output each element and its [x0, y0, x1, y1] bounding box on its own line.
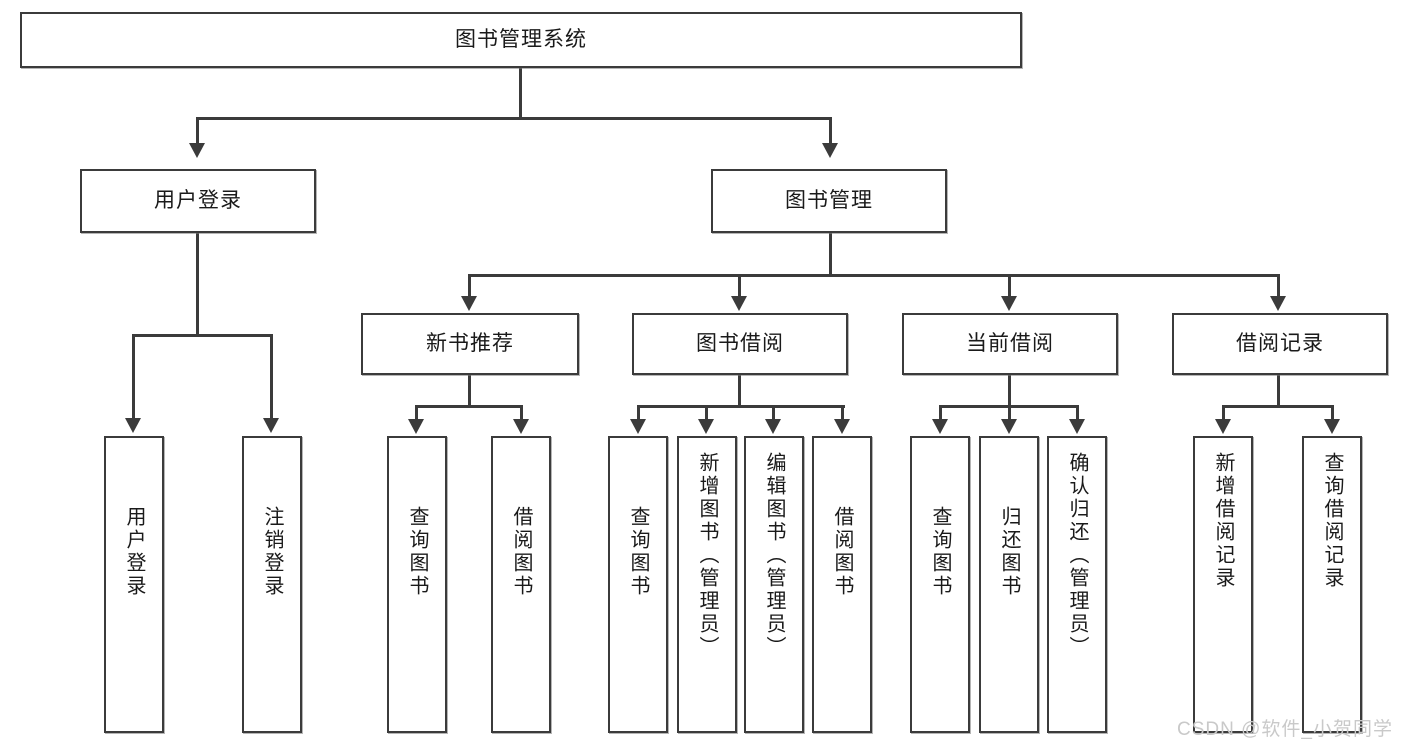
leaf-book-borrow-query-book-label: 查询图书 [627, 506, 649, 598]
arrowhead-root-to-user-login [189, 143, 205, 158]
arrowhead-new-book-leaf-1 [408, 419, 424, 434]
leaf-borrow-record-query-record-label: 查询借阅记录 [1321, 452, 1343, 590]
connector-borrow-record-leaf-1 [1222, 405, 1225, 421]
connector-new-book-leaf-1 [415, 405, 418, 421]
node-borrow-record[interactable]: 借阅记录 [1172, 313, 1388, 375]
leaf-book-borrow-edit-book[interactable]: 编辑图书（管理员） [744, 436, 804, 733]
arrowhead-root-to-book-mgmt [822, 143, 838, 158]
leaf-new-book-query-book[interactable]: 查询图书 [387, 436, 447, 733]
arrowhead-current-borrow-leaf-2 [1001, 419, 1017, 434]
connector-book-borrow-leaf-1 [637, 405, 640, 421]
arrowhead-borrow-record-leaf-1 [1215, 419, 1231, 434]
connector-book-mgmt-bus [468, 274, 1280, 277]
connector-book-mgmt-stem [829, 233, 832, 277]
leaf-book-borrow-add-book-label: 新增图书（管理员） [696, 452, 718, 659]
connector-root-to-book-mgmt [829, 117, 832, 145]
connector-user-login-leaf-1 [132, 334, 135, 420]
node-current-borrow[interactable]: 当前借阅 [902, 313, 1118, 375]
arrowhead-current-borrow-leaf-1 [932, 419, 948, 434]
node-root-label: 图书管理系统 [455, 27, 587, 51]
leaf-new-book-borrow-book-label: 借阅图书 [510, 506, 532, 598]
leaf-book-borrow-edit-book-label: 编辑图书（管理员） [763, 452, 785, 659]
connector-borrow-record-leaf-2 [1331, 405, 1334, 421]
connector-book-borrow-leaf-3 [772, 405, 775, 421]
arrowhead-book-mgmt-to-current-borrow [1001, 296, 1017, 311]
leaf-current-borrow-query-book[interactable]: 查询图书 [910, 436, 970, 733]
node-root[interactable]: 图书管理系统 [20, 12, 1022, 68]
node-borrow-record-label: 借阅记录 [1236, 331, 1324, 355]
node-new-book-recommend[interactable]: 新书推荐 [361, 313, 579, 375]
connector-book-mgmt-to-borrow-record [1277, 274, 1280, 298]
arrowhead-book-mgmt-to-borrow-record [1270, 296, 1286, 311]
node-user-login-label: 用户登录 [154, 188, 242, 212]
leaf-user-login-login[interactable]: 用户登录 [104, 436, 164, 733]
arrowhead-book-borrow-leaf-4 [834, 419, 850, 434]
connector-root-to-user-login [196, 117, 199, 145]
node-book-management-label: 图书管理 [785, 188, 873, 212]
connector-book-mgmt-to-current-borrow [1008, 274, 1011, 298]
connector-book-borrow-leaf-2 [705, 405, 708, 421]
connector-book-mgmt-to-new-book [468, 274, 471, 298]
connector-user-login-stem [196, 233, 199, 337]
leaf-book-borrow-borrow-book[interactable]: 借阅图书 [812, 436, 872, 733]
arrowhead-book-borrow-leaf-1 [630, 419, 646, 434]
connector-new-book-stem [468, 375, 471, 407]
node-user-login[interactable]: 用户登录 [80, 169, 316, 233]
connector-book-borrow-bus [637, 405, 845, 408]
arrowhead-user-login-leaf-1 [125, 418, 141, 433]
connector-current-borrow-leaf-1 [939, 405, 942, 421]
leaf-user-login-logout-label: 注销登录 [261, 506, 283, 598]
connector-user-login-leaf-2 [270, 334, 273, 420]
leaf-current-borrow-query-book-label: 查询图书 [929, 506, 951, 598]
connector-new-book-bus [415, 405, 523, 408]
connector-new-book-leaf-2 [520, 405, 523, 421]
leaf-borrow-record-add-record[interactable]: 新增借阅记录 [1193, 436, 1253, 733]
leaf-new-book-query-book-label: 查询图书 [406, 506, 428, 598]
connector-book-borrow-leaf-4 [841, 405, 844, 421]
arrowhead-current-borrow-leaf-3 [1069, 419, 1085, 434]
leaf-book-borrow-borrow-book-label: 借阅图书 [831, 506, 853, 598]
node-new-book-recommend-label: 新书推荐 [426, 331, 514, 355]
node-book-borrow-label: 图书借阅 [696, 331, 784, 355]
leaf-current-borrow-confirm-return-label: 确认归还（管理员） [1066, 452, 1088, 659]
connector-root-stem [519, 68, 522, 119]
leaf-borrow-record-add-record-label: 新增借阅记录 [1212, 452, 1234, 590]
connector-borrow-record-stem [1277, 375, 1280, 407]
leaf-book-borrow-add-book[interactable]: 新增图书（管理员） [677, 436, 737, 733]
arrowhead-user-login-leaf-2 [263, 418, 279, 433]
leaf-new-book-borrow-book[interactable]: 借阅图书 [491, 436, 551, 733]
arrowhead-book-borrow-leaf-3 [765, 419, 781, 434]
leaf-user-login-login-label: 用户登录 [123, 506, 145, 598]
connector-current-borrow-leaf-3 [1076, 405, 1079, 421]
arrowhead-borrow-record-leaf-2 [1324, 419, 1340, 434]
leaf-current-borrow-confirm-return[interactable]: 确认归还（管理员） [1047, 436, 1107, 733]
leaf-book-borrow-query-book[interactable]: 查询图书 [608, 436, 668, 733]
leaf-user-login-logout[interactable]: 注销登录 [242, 436, 302, 733]
arrowhead-new-book-leaf-2 [513, 419, 529, 434]
connector-root-bus [196, 117, 832, 120]
arrowhead-book-mgmt-to-new-book [461, 296, 477, 311]
node-current-borrow-label: 当前借阅 [966, 331, 1054, 355]
leaf-current-borrow-return-book[interactable]: 归还图书 [979, 436, 1039, 733]
arrowhead-book-borrow-leaf-2 [698, 419, 714, 434]
connector-book-mgmt-to-book-borrow [738, 274, 741, 298]
connector-user-login-bus [132, 334, 273, 337]
connector-current-borrow-stem [1008, 375, 1011, 407]
arrowhead-book-mgmt-to-book-borrow [731, 296, 747, 311]
connector-book-borrow-stem [738, 375, 741, 407]
node-book-management[interactable]: 图书管理 [711, 169, 947, 233]
connector-borrow-record-bus [1222, 405, 1334, 408]
connector-current-borrow-leaf-2 [1008, 405, 1011, 421]
leaf-current-borrow-return-book-label: 归还图书 [998, 506, 1020, 598]
leaf-borrow-record-query-record[interactable]: 查询借阅记录 [1302, 436, 1362, 733]
node-book-borrow[interactable]: 图书借阅 [632, 313, 848, 375]
